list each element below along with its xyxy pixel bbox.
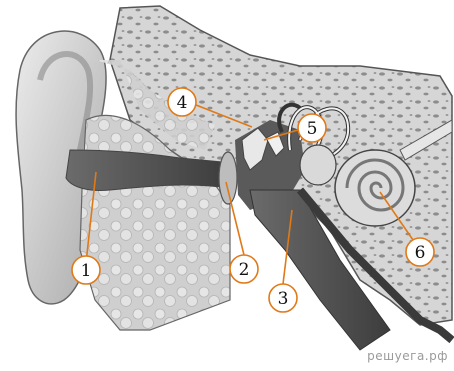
callout-3: 3 [269, 284, 297, 312]
callout-label-4: 4 [177, 93, 188, 113]
callout-6: 6 [406, 238, 434, 266]
watermark: решуега.рф [367, 349, 448, 363]
callout-label-6: 6 [415, 243, 426, 263]
callout-label-2: 2 [239, 260, 250, 280]
callout-label-3: 3 [278, 289, 289, 309]
callout-2: 2 [230, 255, 258, 283]
callout-1: 1 [72, 256, 100, 284]
vestibule [300, 145, 336, 185]
callout-label-1: 1 [81, 261, 92, 281]
callout-5: 5 [298, 114, 326, 142]
eardrum [219, 152, 237, 204]
callout-label-5: 5 [307, 119, 318, 139]
callout-4: 4 [168, 88, 196, 116]
cochlea [335, 150, 415, 226]
